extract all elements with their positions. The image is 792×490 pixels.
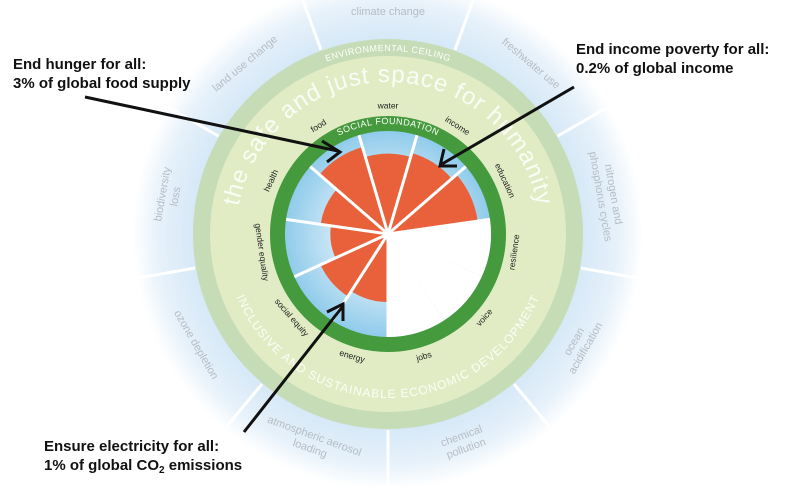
- shortfall-wedge-education: [388, 174, 478, 234]
- no-data-wedge-voice: [388, 234, 482, 321]
- callout-energy-line1: Ensure electricity for all:: [44, 438, 220, 455]
- arrows: [84, 85, 575, 433]
- callout-income: End income poverty for all: 0.2% of glob…: [576, 40, 769, 78]
- hunger-arrowhead: [321, 139, 343, 164]
- shortfall-wedge-income: [388, 152, 452, 234]
- wedge-divider: [357, 134, 390, 235]
- boundary-divider: [580, 266, 641, 280]
- shortfall-wedge-health: [320, 189, 388, 234]
- co2-subscript: 2: [159, 465, 165, 476]
- shortfall-wedge-food: [319, 147, 388, 234]
- boundary-divider: [301, 0, 323, 51]
- callout-energy-line2: 1% of global CO2 emissions: [44, 456, 243, 476]
- wedge-divider: [387, 217, 491, 236]
- shortfall-wedge-gender-equality: [330, 225, 388, 258]
- callout-energy-text-suffix: emissions: [164, 457, 243, 474]
- income-arrowhead: [438, 148, 457, 168]
- wedge-divider: [386, 134, 419, 235]
- boundary-divider: [135, 266, 196, 280]
- no-data-wedge-resilience: [388, 219, 492, 277]
- wedge-divider: [285, 217, 389, 236]
- dimension-label-jobs: jobs: [414, 349, 433, 363]
- shortfall-wedge-water: [365, 153, 411, 234]
- boundary-divider: [453, 0, 475, 51]
- energy-arrowhead: [326, 301, 345, 321]
- energy-arrow-line: [242, 305, 345, 433]
- callout-energy-text: 1% of global CO: [44, 457, 160, 474]
- boundary-divider: [512, 383, 554, 432]
- callout-income-line1: End income poverty for all:: [576, 41, 770, 58]
- callout-hunger: End hunger for all: 3% of global food su…: [13, 55, 191, 93]
- income-arrow-line: [441, 85, 575, 166]
- callout-income-line2: 0.2% of global income: [576, 60, 734, 77]
- planetary-boundary-label: climate change: [351, 6, 425, 18]
- shortfall-wedge-social-equity: [320, 234, 388, 297]
- wedge-divider: [293, 232, 389, 279]
- dimension-label-water: water: [377, 100, 399, 110]
- boundary-divider: [222, 383, 264, 432]
- hunger-arrow-line: [84, 95, 339, 153]
- callout-energy: Ensure electricity for all: 1% of global…: [44, 437, 243, 476]
- callout-hunger-line1: End hunger for all:: [13, 56, 147, 73]
- wedge-divider: [309, 165, 389, 236]
- callout-hunger-line2: 3% of global food supply: [13, 75, 191, 92]
- wedge-divider: [387, 165, 467, 236]
- boundary-divider: [556, 104, 611, 138]
- no-data-wedge-jobs: [388, 234, 444, 337]
